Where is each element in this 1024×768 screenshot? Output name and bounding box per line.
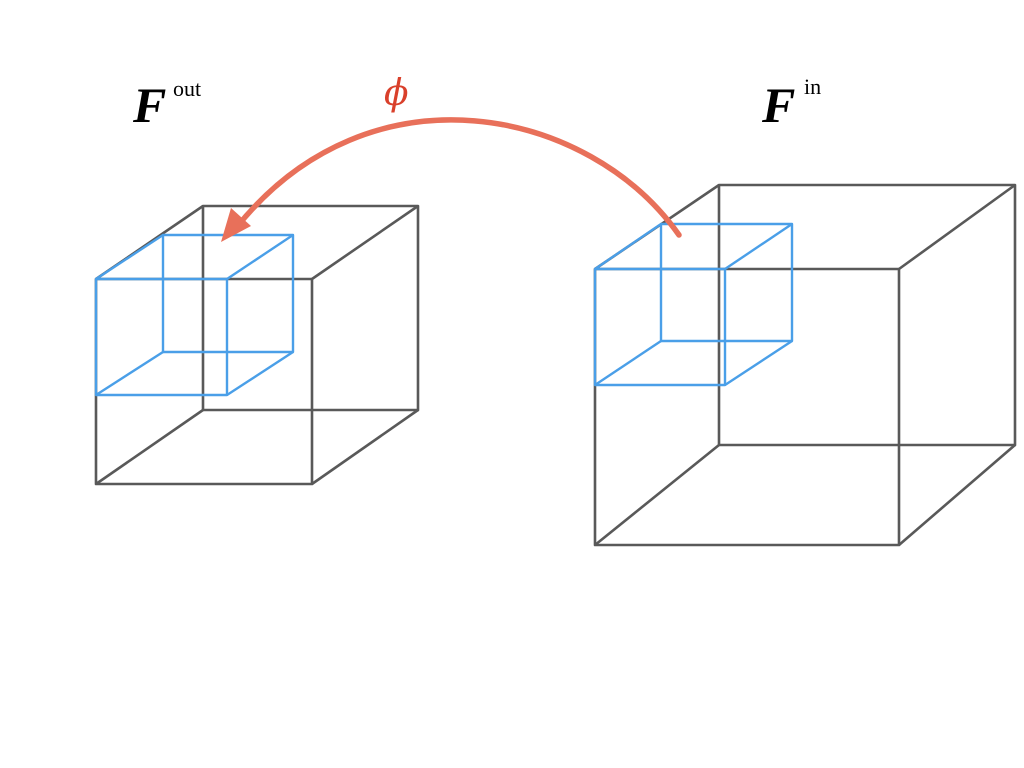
output-cube-edge [311, 408, 419, 486]
input-cube-edge [594, 443, 720, 547]
input-cube-edge [898, 183, 1016, 271]
input-subvolume-cube [593, 222, 794, 387]
input-volume-superscript: in [804, 74, 821, 99]
output-cube-back-face [201, 204, 420, 412]
input-subcube-edge [594, 223, 662, 270]
input-subcube-back-face [659, 222, 794, 343]
output-subcube-edge [95, 233, 164, 281]
input-subcube-edge [724, 339, 793, 387]
mapping-arrow-icon [233, 117, 682, 238]
input-subcube-edge [724, 223, 793, 270]
output-cube-edge [311, 204, 419, 281]
output-subvolume-cube [94, 233, 295, 397]
input-cube-front-face [593, 267, 901, 547]
input-subcube-edge [594, 340, 662, 386]
output-cube-edge [95, 408, 204, 486]
mapping-arrowhead-icon [221, 208, 251, 242]
output-volume-label: F [132, 77, 166, 133]
input-volume-label: F [761, 77, 795, 133]
input-cube-edge [898, 444, 1016, 546]
output-subcube-edge [226, 350, 294, 397]
output-subcube-edge [226, 234, 294, 280]
output-volume-superscript: out [173, 76, 201, 101]
output-subcube-front-face [94, 277, 229, 397]
output-subcube-edge [95, 350, 164, 397]
mapping-label: ϕ [384, 73, 409, 114]
input-volume-cube [593, 183, 1017, 547]
